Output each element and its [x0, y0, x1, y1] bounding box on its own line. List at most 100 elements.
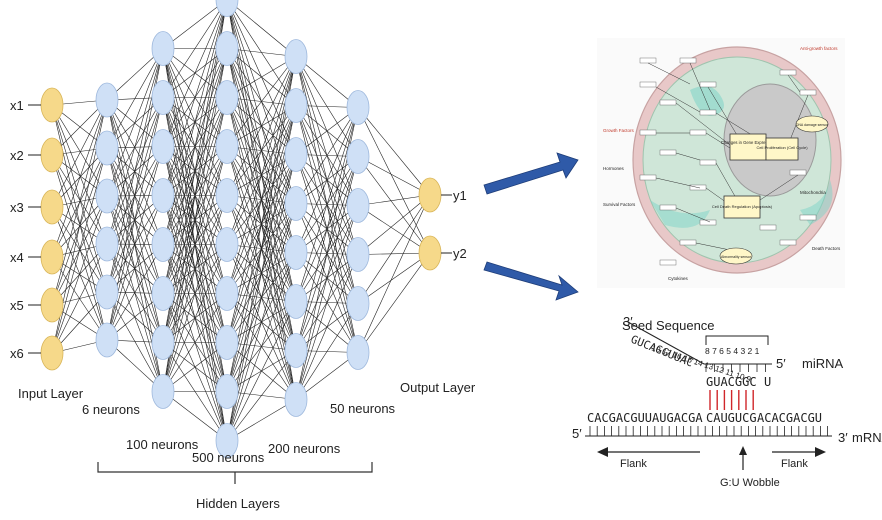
network-edge — [226, 56, 297, 343]
seed-sequence-label: Seed Sequence — [622, 318, 715, 333]
network-edge — [226, 56, 297, 392]
flank-left-arrow-icon — [597, 447, 608, 457]
pathway-node — [699, 81, 717, 88]
network-edge — [162, 342, 228, 392]
network-edge — [226, 105, 297, 441]
network-edge — [226, 350, 297, 441]
network-edge — [162, 244, 228, 392]
flank-left-label: Flank — [620, 458, 647, 470]
cell-signaling-diagram: Changes in Gene Expression Cell Prolifer… — [597, 38, 845, 288]
hidden-neuron — [346, 335, 370, 370]
pathway-node — [799, 89, 817, 96]
pathway-node — [639, 174, 657, 181]
hidden-neuron — [284, 186, 308, 221]
network-edge — [106, 146, 164, 341]
network-edge — [357, 107, 431, 196]
network-edge — [357, 205, 431, 254]
death-factors-label: Death Factors — [812, 246, 841, 251]
input-neuron — [40, 335, 64, 371]
hidden-neuron — [95, 274, 119, 310]
network-edge — [162, 0, 228, 343]
pathway-node — [659, 99, 677, 106]
pathway-node — [639, 129, 657, 136]
network-edge — [357, 252, 431, 255]
network-edge — [106, 48, 164, 149]
hidden-neuron — [151, 129, 175, 164]
hidden-neuron — [151, 178, 175, 213]
hidden-neuron — [284, 333, 308, 368]
hormones-label: Hormones — [603, 166, 625, 171]
network-edges — [51, 0, 431, 441]
hidden-neuron — [215, 374, 239, 409]
network-nodes — [40, 0, 442, 458]
h1-count-label: 6 neurons — [82, 402, 140, 417]
hidden-neuron — [284, 382, 308, 417]
arrow-to-cell-icon — [483, 152, 579, 195]
network-edge — [226, 48, 297, 57]
pathway-node — [679, 57, 697, 64]
pathway-link — [655, 177, 701, 189]
network-edge — [226, 154, 297, 441]
pathway-node — [789, 169, 807, 176]
network-edge — [106, 48, 164, 197]
input-label: x2 — [10, 148, 24, 163]
network-edge — [162, 0, 228, 147]
network-edge — [162, 0, 227, 49]
hidden-neuron — [95, 322, 119, 358]
output-neuron — [418, 235, 442, 271]
input-label: x5 — [10, 298, 24, 313]
cytokines-label: Cytokines — [668, 276, 689, 281]
hidden-neuron — [284, 284, 308, 319]
mirna-label: miRNA — [802, 356, 843, 371]
hidden-layers-label: Hidden Layers — [196, 496, 280, 511]
mirna-end-nt: U — [764, 375, 771, 389]
pathway-link — [695, 242, 731, 251]
network-edge — [226, 203, 297, 441]
hidden-neuron — [284, 137, 308, 172]
dna-damage-label: DNA damage sensor — [796, 123, 829, 127]
hidden-neuron — [95, 178, 119, 214]
network-edge — [357, 252, 431, 304]
input-label: x3 — [10, 200, 24, 215]
hidden-neuron — [151, 374, 175, 409]
network-edge — [106, 147, 164, 245]
hidden-neuron — [151, 227, 175, 262]
output-neuron — [418, 177, 442, 213]
network-edge — [51, 147, 108, 354]
hidden-neuron — [284, 235, 308, 270]
network-edge — [51, 99, 108, 306]
network-edge — [357, 156, 431, 254]
network-edge — [357, 252, 431, 353]
network-edge — [357, 194, 431, 304]
network-edge — [162, 293, 228, 392]
mrna-label: mRNA — [852, 430, 882, 445]
hidden-neuron — [215, 80, 239, 115]
mrna-backbone-ticks — [589, 426, 828, 436]
hidden-neuron — [346, 237, 370, 272]
network-edge — [162, 0, 228, 98]
network-edge — [226, 301, 297, 441]
hidden-neuron — [215, 227, 239, 262]
flank-right-arrow-icon — [815, 447, 826, 457]
mitochondria-label: Mitochondria — [800, 190, 826, 195]
mirna-numbers-seed: 8 7 6 5 4 3 2 1 — [705, 346, 760, 356]
input-neuron — [40, 137, 64, 173]
network-edge — [295, 352, 359, 400]
hidden-neuron — [95, 130, 119, 166]
network-edge — [226, 56, 297, 245]
base-pair-lines — [709, 390, 754, 410]
network-edge — [226, 56, 297, 441]
pathway-node — [759, 224, 777, 231]
hidden-neuron — [346, 90, 370, 125]
pathway-node — [679, 239, 697, 246]
network-edge — [51, 104, 108, 197]
pathway-node — [639, 57, 657, 64]
pathway-link — [707, 86, 741, 141]
network-edge — [106, 48, 164, 245]
pathway-link — [787, 74, 801, 93]
network-edge — [51, 99, 108, 258]
network-edge — [162, 146, 228, 392]
mirna-3prime: 3′ — [623, 314, 633, 329]
